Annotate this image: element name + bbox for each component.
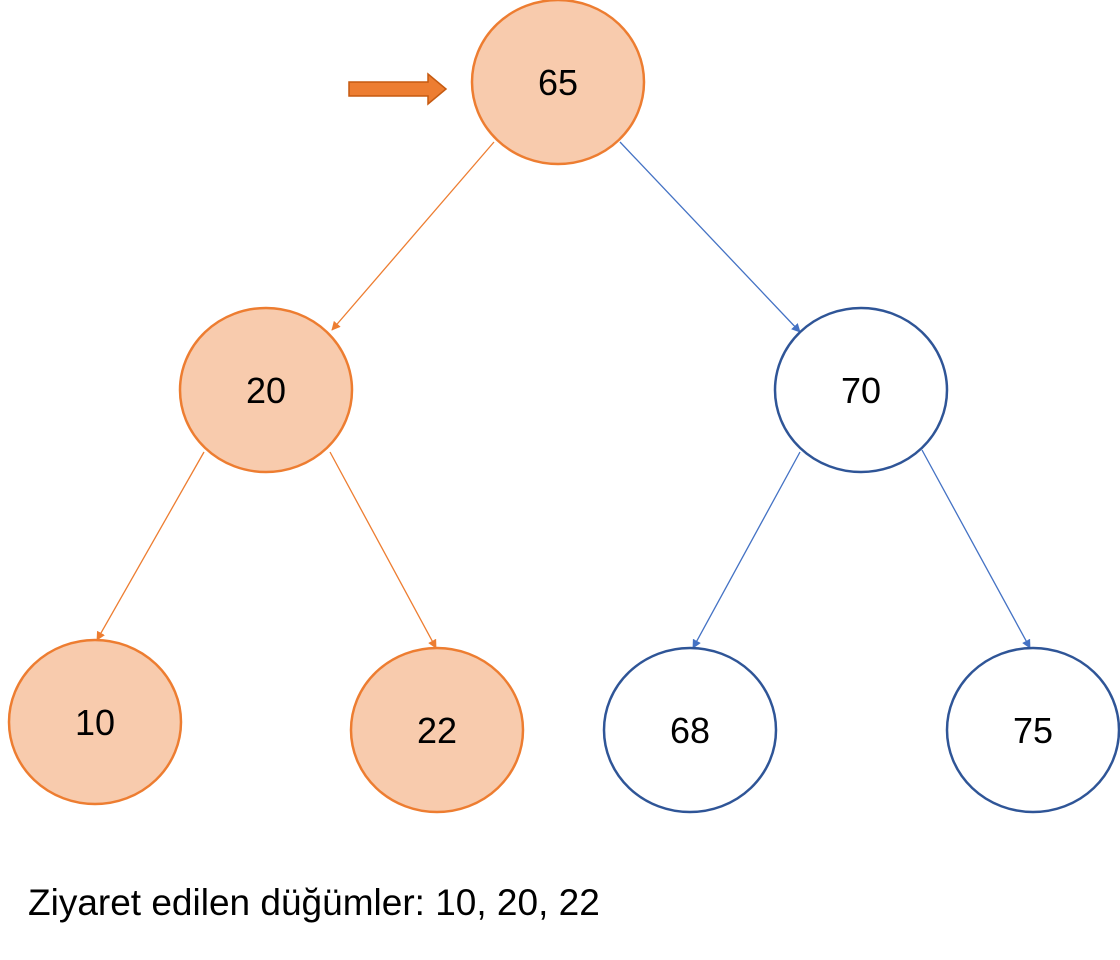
tree-nodes: 65 20 70 10 22 68 75	[7, 0, 1120, 814]
edge-20-22	[329, 451, 437, 649]
node-label: 75	[1013, 710, 1053, 751]
tree-node-70: 70	[773, 306, 949, 474]
tree-node-20: 20	[178, 306, 354, 474]
edge-70-75	[921, 449, 1031, 649]
edge-65-70	[619, 141, 801, 333]
node-label: 65	[538, 62, 578, 103]
edge-70-68	[692, 451, 801, 649]
tree-edges	[96, 141, 1031, 649]
edge-65-20	[331, 141, 495, 331]
edge-20-10	[96, 451, 205, 641]
node-label: 20	[246, 370, 286, 411]
tree-node-68: 68	[602, 646, 778, 814]
node-label: 70	[841, 370, 881, 411]
visited-nodes-caption: Ziyaret edilen düğümler: 10, 20, 22	[28, 882, 600, 923]
tree-node-22: 22	[349, 646, 525, 814]
tree-node-65: 65	[470, 0, 646, 166]
right-arrow-icon	[348, 72, 448, 106]
tree-node-10: 10	[7, 638, 183, 806]
node-label: 22	[417, 710, 457, 751]
tree-node-75: 75	[945, 646, 1120, 814]
node-label: 68	[670, 710, 710, 751]
node-label: 10	[75, 702, 115, 743]
